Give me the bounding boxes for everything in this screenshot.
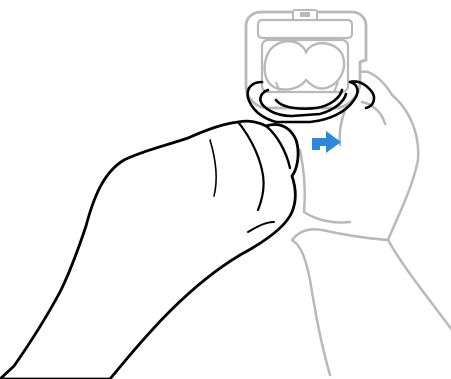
direction-arrow-icon (312, 131, 341, 153)
left-hand-icon (0, 119, 300, 379)
ring-scanner-device-icon (244, 9, 368, 110)
ring-strap (246, 80, 376, 124)
right-hand-outline-icon (290, 70, 451, 377)
